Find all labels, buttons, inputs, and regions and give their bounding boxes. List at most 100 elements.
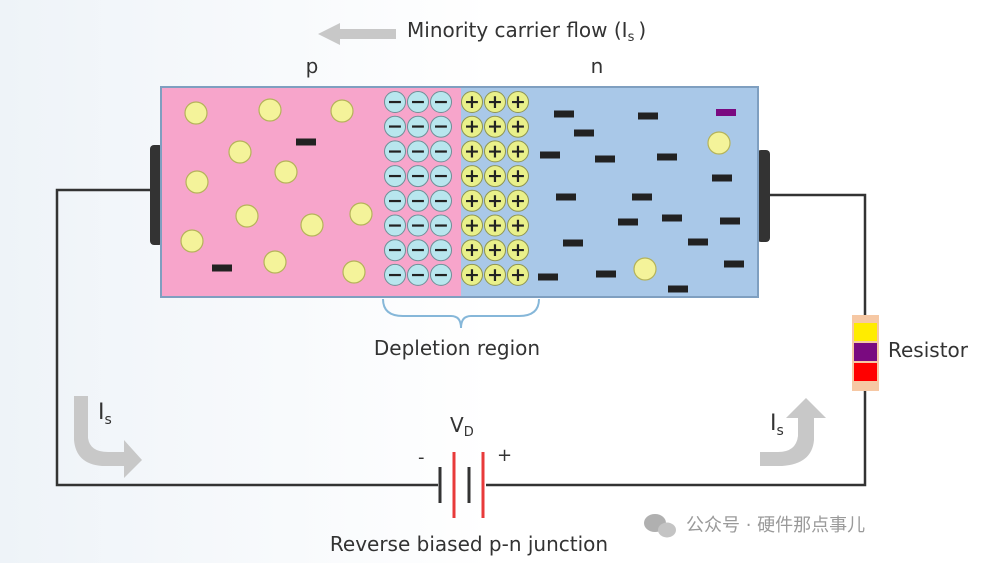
positive-ion [461,214,483,237]
positive-ion-sign: + [464,116,480,138]
electron [724,260,744,268]
electrons [212,109,744,293]
hole [330,99,354,123]
negative-ion-sign: − [433,239,449,261]
positive-ion [507,91,529,113]
negative-ion-sign: − [433,215,449,237]
negative-ion [430,91,452,113]
electron [212,264,232,272]
electron [638,112,658,120]
current-arrow-left-icon [74,396,142,478]
hole [180,229,204,253]
positive-ion [507,189,529,212]
positive-ion [461,115,483,138]
hole [185,170,209,194]
positive-ion [484,263,506,286]
positive-ion [461,239,483,262]
hole [342,260,366,284]
holes [180,98,731,284]
flow-arrow-icon [318,23,396,45]
hole [349,202,373,226]
hole [228,140,252,164]
positive-ion [461,140,483,163]
positive-ion-sign: + [487,140,503,162]
flow-label: Minority carrier flow (Is) [407,18,646,45]
hole [707,131,731,155]
negative-ion-sign: − [433,91,449,113]
positive-ion [461,263,483,286]
negative-ion-sign: − [433,140,449,162]
positive-ion [484,165,506,188]
positive-ion-sign: + [487,264,503,286]
positive-ion-sign: + [464,165,480,187]
negative-ion [407,115,429,138]
current-arrow-right-icon [760,398,826,466]
electron [554,110,574,118]
electron [540,151,560,159]
negative-ion [430,140,452,163]
negative-ion-sign: − [410,239,426,261]
electron [720,217,740,225]
positive-ion [507,115,529,138]
negative-ion [384,263,406,286]
current-label-right: Is [770,411,784,439]
positive-ion-sign: + [487,116,503,138]
positive-ion-sign: + [487,239,503,261]
negative-ion [407,214,429,237]
negative-ion-sign: − [387,116,403,138]
negative-ion [384,214,406,237]
electron [296,138,316,146]
negative-ion-sign: − [410,116,426,138]
positive-ion-sign: + [487,215,503,237]
negative-ion [384,115,406,138]
negative-ion-sign: − [387,91,403,113]
positive-ion-sign: + [464,91,480,113]
negative-ion-sign: − [410,215,426,237]
electron [596,270,616,278]
negative-ion-sign: − [387,190,403,212]
positive-ion [507,140,529,163]
hole [274,160,298,184]
battery-minus-label: - [418,447,425,468]
positive-ion-sign: + [510,239,526,261]
negative-ion-sign: − [410,165,426,187]
positive-ion-sign: + [464,190,480,212]
negative-ion [430,115,452,138]
negative-ion-sign: − [410,140,426,162]
positive-ion-sign: + [487,91,503,113]
negative-ion-sign: − [387,165,403,187]
positive-ion [484,239,506,262]
negative-ion [430,165,452,188]
negative-ion-sign: − [410,91,426,113]
negative-ion [430,263,452,286]
positive-ion-sign: + [510,116,526,138]
positive-ion-sign: + [487,165,503,187]
negative-ion-sign: − [410,190,426,212]
resistor-label: Resistor [888,338,969,362]
hole [300,213,324,237]
positive-ion-sign: + [510,264,526,286]
negative-ion-sign: − [433,165,449,187]
electron [662,214,682,222]
resistor-symbol [852,315,879,391]
caption: Reverse biased p-n junction [330,532,608,556]
positive-ion-sign: + [464,264,480,286]
positive-ion [507,165,529,188]
electron [632,193,652,201]
electron [595,155,615,163]
hole [633,257,657,281]
positive-ion [484,91,506,113]
positive-ion [461,165,483,188]
negative-ion-sign: − [433,264,449,286]
electron [688,238,708,246]
positive-ion [484,214,506,237]
negative-ion [407,140,429,163]
depletion-ions: −−−+++−−−+++−−−+++−−−+++−−−+++−−−+++−−−+… [384,91,529,286]
electron [574,129,594,137]
negative-ion [384,189,406,212]
hole [263,250,287,274]
electron [668,285,688,293]
electron [618,218,638,226]
positive-ion [484,140,506,163]
